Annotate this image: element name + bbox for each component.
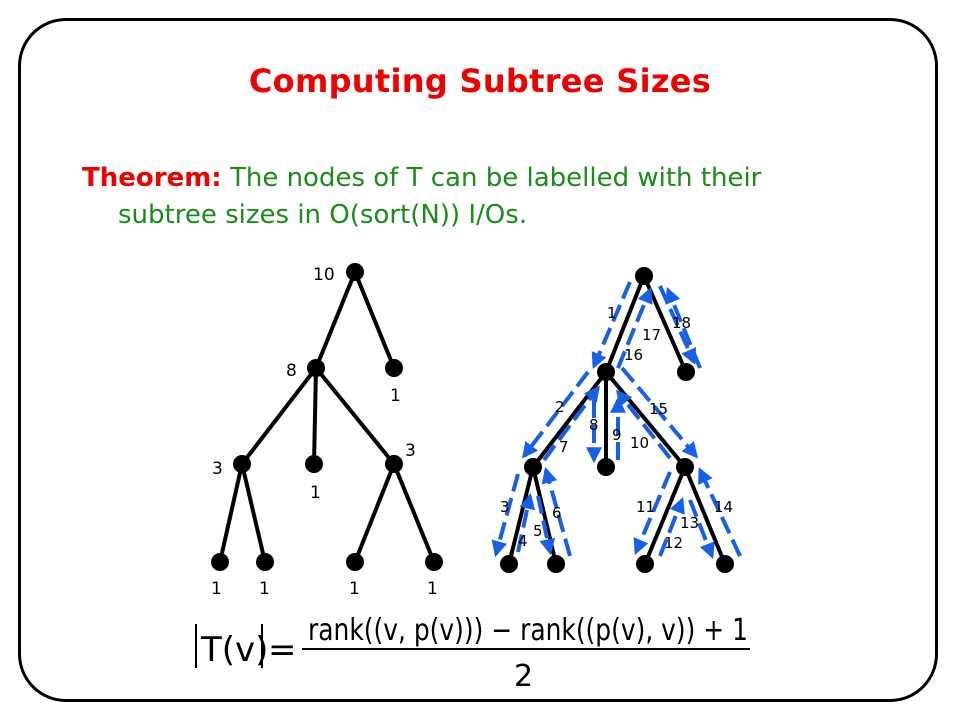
right-tree-nodes [500, 267, 734, 573]
left-label: 1 [259, 579, 270, 599]
left-tree [218, 271, 436, 563]
right-node-i [716, 555, 734, 573]
right-node-a [597, 363, 615, 381]
tour-label: 15 [649, 400, 668, 418]
tour-label: 3 [500, 498, 510, 516]
left-tree-labels: 10 8 1 3 1 3 1 1 1 1 [211, 265, 438, 599]
left-node-f [211, 553, 229, 571]
left-label: 1 [390, 386, 401, 406]
theorem-label: Theorem: [82, 163, 222, 193]
tour-label: 12 [664, 534, 683, 552]
tour-label: 5 [533, 522, 543, 540]
left-label: 3 [405, 441, 416, 461]
right-node-d [597, 458, 615, 476]
tour-label: 14 [714, 498, 733, 516]
tour-label: 7 [559, 438, 569, 456]
left-node-d [305, 455, 323, 473]
left-label: 1 [427, 579, 438, 599]
right-node-h [636, 555, 654, 573]
right-tree-edge-labels: 1 17 18 16 2 15 8 9 10 7 3 6 5 4 11 14 1… [500, 304, 733, 552]
tour-label: 6 [552, 504, 562, 522]
left-label: 1 [349, 579, 360, 599]
theorem-line-2: subtree sizes in O(sort(N)) I/Os. [118, 200, 528, 230]
tour-label: 2 [555, 398, 565, 416]
right-node-b [677, 363, 695, 381]
left-label: 10 [313, 265, 335, 285]
slide-title: Computing Subtree Sizes [248, 62, 712, 100]
formula-equals: = [268, 630, 297, 670]
left-node-g [256, 553, 274, 571]
euler-tour-arrows [491, 281, 742, 559]
tour-label: 11 [636, 498, 655, 516]
left-node-a [307, 359, 325, 377]
left-label: 8 [286, 361, 297, 381]
left-tree-nodes [211, 263, 443, 571]
formula-lhs: T(v) [200, 630, 268, 670]
left-node-i [425, 553, 443, 571]
left-node-h [346, 553, 364, 571]
formula-denominator: 2 [514, 659, 533, 694]
right-node-root [635, 267, 653, 285]
left-node-b [385, 359, 403, 377]
subtree-size-formula: T(v) = rank((v, p(v))) − rank((p(v), v))… [195, 613, 750, 694]
tour-label: 18 [672, 314, 691, 332]
left-node-root [346, 263, 364, 281]
left-node-e [385, 455, 403, 473]
tour-label: 1 [607, 304, 617, 322]
right-node-g [547, 555, 565, 573]
left-label: 1 [310, 483, 321, 503]
slide-frame [18, 18, 938, 702]
tour-label: 13 [680, 514, 699, 532]
formula-numerator: rank((v, p(v))) − rank((p(v), v)) + 1 [308, 613, 748, 648]
left-label: 3 [212, 459, 223, 479]
left-node-c [233, 455, 251, 473]
tour-label: 4 [518, 532, 528, 550]
tour-label: 10 [630, 434, 649, 452]
right-node-f [500, 555, 518, 573]
tour-label: 8 [589, 416, 599, 434]
tour-label: 17 [642, 326, 661, 344]
tour-label: 16 [624, 346, 643, 364]
tour-label: 9 [612, 426, 622, 444]
left-label: 1 [211, 579, 222, 599]
right-node-c [524, 458, 542, 476]
right-node-e [676, 458, 694, 476]
theorem-line-1: The nodes of T can be labelled with thei… [221, 163, 762, 193]
theorem-text: Theorem: The nodes of T can be labelled … [82, 160, 882, 234]
